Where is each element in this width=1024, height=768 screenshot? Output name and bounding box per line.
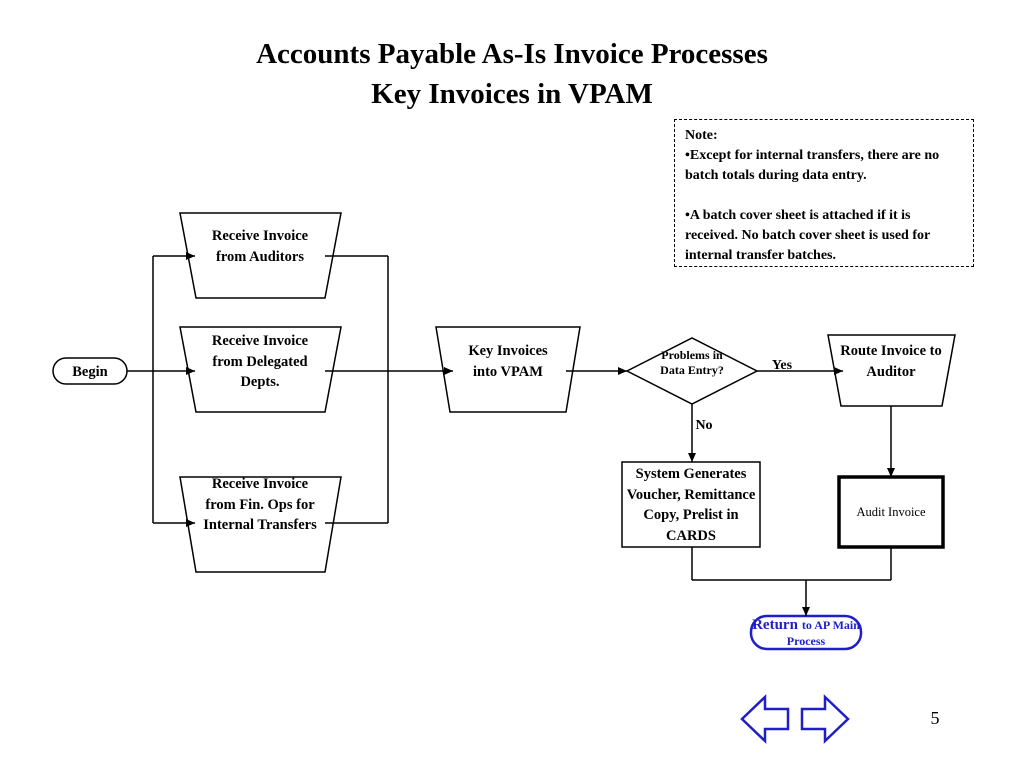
system-generates-box — [621, 461, 761, 548]
left-arrow-icon[interactable] — [740, 694, 790, 744]
system-generates-label: System Generates Voucher, Remittance Cop… — [626, 466, 756, 544]
receive-delegated-shape — [179, 326, 342, 413]
page-title: Accounts Payable As-Is Invoice Processes — [256, 38, 768, 70]
note-heading: Note: — [685, 128, 718, 143]
receive-auditors-label: Receive Invoice from Auditors — [211, 228, 309, 265]
receive-auditors-shape — [179, 212, 342, 299]
begin-label: Begin — [72, 364, 108, 380]
return-sub-label: to AP Main Process — [786, 618, 860, 648]
receive-delegated-label: Receive Invoice from Delegated Depts. — [211, 333, 309, 390]
decision-label: Problems in Data Entry? — [660, 348, 724, 377]
audit-invoice-label: Audit Invoice — [856, 505, 926, 519]
receive-finops-shape — [179, 476, 342, 573]
no-label: No — [695, 418, 713, 433]
return-to-main-link[interactable]: Return to AP Main Process — [751, 617, 861, 649]
key-invoices-label: Key Invoices into VPAM — [468, 343, 548, 380]
note-box: Note: •Except for internal transfers, th… — [674, 119, 974, 267]
right-arrow-icon[interactable] — [800, 694, 850, 744]
route-invoice-label: Route Invoice to Auditor — [840, 343, 942, 380]
return-label: Return — [752, 617, 798, 633]
page-subtitle: Key Invoices in VPAM — [371, 78, 653, 110]
route-invoice-shape — [827, 334, 956, 407]
receive-finops-label: Receive Invoice from Fin. Ops for Intern… — [203, 476, 317, 533]
page-number: 5 — [930, 708, 940, 728]
yes-label: Yes — [771, 358, 793, 373]
note-bullet-2: •A batch cover sheet is attached if it i… — [685, 208, 930, 263]
note-bullet-1: •Except for internal transfers, there ar… — [685, 148, 940, 183]
key-invoices-shape — [435, 326, 581, 413]
